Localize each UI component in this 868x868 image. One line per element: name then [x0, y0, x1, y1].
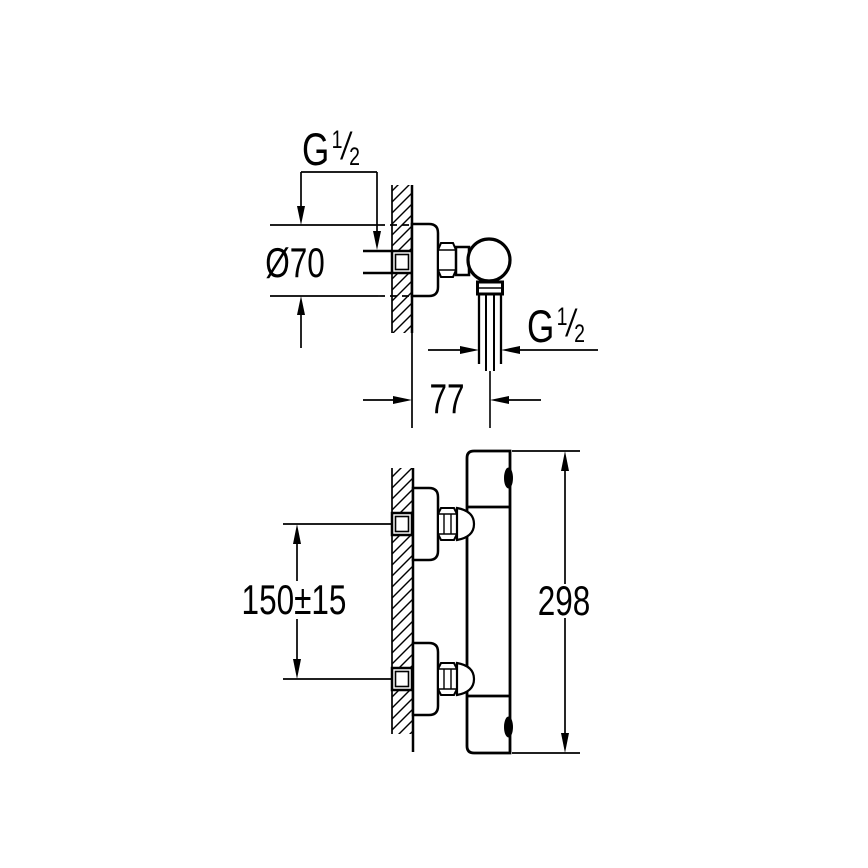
arrow-right	[460, 346, 479, 354]
arrow-down	[561, 733, 569, 753]
dim-label-overall-height: 298	[537, 577, 591, 624]
arrow-up	[297, 296, 305, 315]
dim-label-wall-to-outlet: 77	[429, 375, 465, 422]
escutcheon-flange	[410, 222, 440, 298]
mixer-body	[465, 449, 512, 755]
arrow-down	[297, 206, 305, 225]
dim-label-outlet-thread: G 1 / 2	[527, 301, 586, 352]
dim-label-connection-spacing: 150±15	[241, 576, 347, 623]
lower-wall-union-square-inner	[394, 670, 410, 688]
upper-wall-union-square-inner	[394, 515, 410, 533]
handle-knob	[466, 237, 512, 283]
wall-hatch	[392, 468, 413, 734]
upper-escutcheon-flange	[411, 486, 440, 562]
wall-union-square-inner	[394, 253, 410, 271]
upper-union-nut	[437, 507, 458, 541]
lower-union-nut	[437, 662, 458, 696]
dim-label-inlet-thread: G 1 / 2	[302, 124, 361, 175]
arrow-down	[373, 231, 381, 250]
arrow-up	[561, 451, 569, 471]
thread-base: G	[302, 124, 330, 175]
dim-label-flange-diameter: Ø70	[265, 239, 325, 286]
arrow-right	[393, 396, 412, 404]
arrow-down	[293, 659, 301, 679]
upper-handle-button	[504, 467, 513, 489]
lower-check-valve-dome	[455, 661, 476, 697]
thread-fraction: 1 / 2	[331, 126, 361, 171]
lower-handle-button	[504, 716, 513, 738]
upper-check-valve-dome	[455, 506, 476, 542]
union-nut	[437, 242, 457, 278]
thread-base: G	[527, 301, 555, 352]
arrow-up	[293, 524, 301, 544]
thread-fraction: 1 / 2	[556, 303, 586, 348]
arrow-left	[501, 346, 520, 354]
front-view-dimensions	[283, 450, 580, 754]
arrow-left	[490, 396, 509, 404]
side-view-dimensions	[270, 171, 598, 404]
lower-escutcheon-flange	[411, 641, 440, 717]
front-view-drawing	[390, 449, 513, 755]
